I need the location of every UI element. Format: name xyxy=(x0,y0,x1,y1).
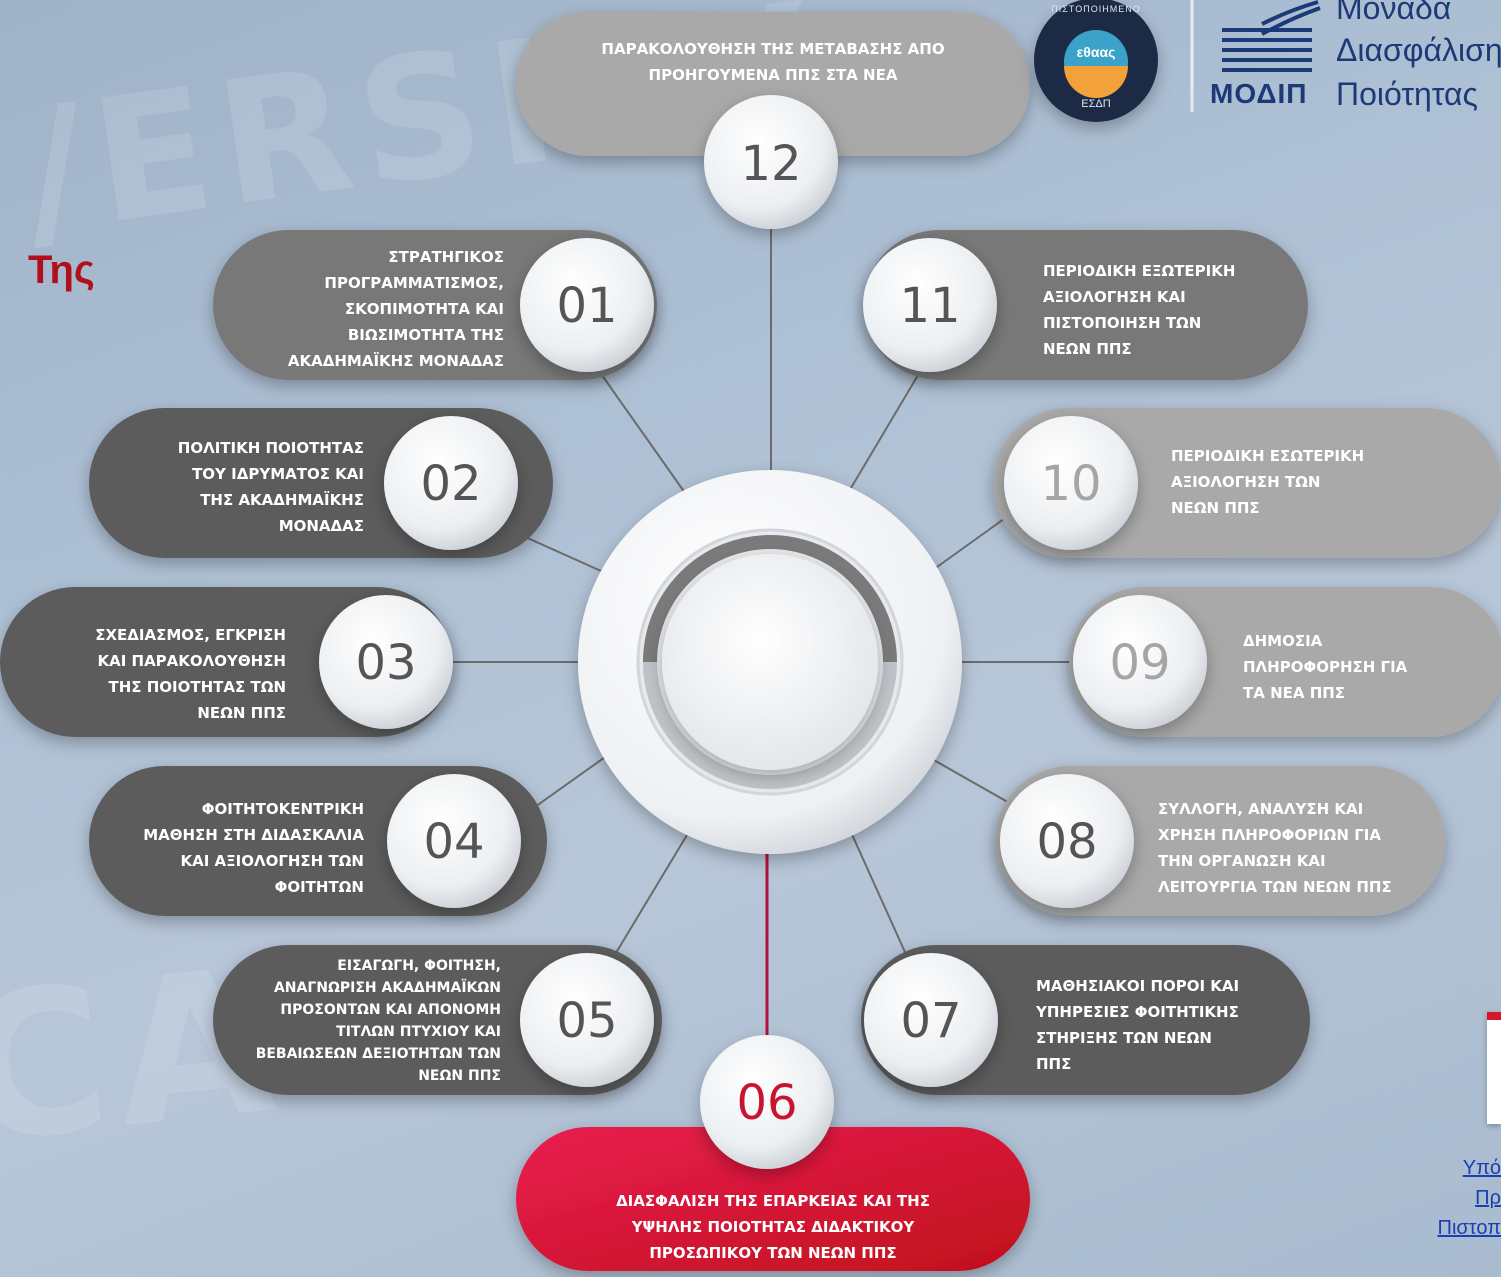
number-04: 04 xyxy=(423,814,484,870)
pill-06[interactable] xyxy=(516,1127,1030,1271)
circle-02 xyxy=(384,416,518,550)
number-labels: 12 01 11 02 10 03 09 04 08 05 07 06 xyxy=(355,136,1170,1131)
logo-line-3: Ποιότητας xyxy=(1336,76,1478,112)
circle-10 xyxy=(1004,416,1138,550)
logo-line-2: Διασφάλιση xyxy=(1336,32,1501,68)
seal-top-text: ΠΙΣΤΟΠΟΙΗΜΕΝΟ xyxy=(1051,4,1141,14)
circle-03 xyxy=(319,595,453,729)
partial-card xyxy=(1487,1012,1501,1124)
number-01: 01 xyxy=(556,278,617,334)
link-3[interactable]: Πιστοπ xyxy=(1437,1217,1501,1239)
circle-11 xyxy=(863,238,997,372)
label-05: ΕΙΣΑΓΩΓΗ, ΦΟΙΤΗΣΗ,ΑΝΑΓΝΩΡΙΣΗ ΑΚΑΔΗΜΑΪΚΩΝ… xyxy=(255,958,501,1084)
logo-abbr: ΜΟΔΙΠ xyxy=(1210,78,1308,109)
links-list: Υπό Πρ Πιστοπ xyxy=(1361,1153,1501,1243)
number-09: 09 xyxy=(1109,635,1170,691)
number-06: 06 xyxy=(736,1075,797,1131)
number-02: 02 xyxy=(420,456,481,512)
seal-bottom-text: ΕΣΔΠ xyxy=(1081,98,1111,110)
side-title: Της xyxy=(28,248,95,292)
number-12: 12 xyxy=(740,136,801,192)
circle-01 xyxy=(520,238,654,372)
link-1[interactable]: Υπό xyxy=(1462,1157,1501,1179)
logo-line-1: Μονάδα xyxy=(1336,0,1452,26)
pill-12[interactable] xyxy=(516,12,1030,156)
seal-mid-text: εθαας xyxy=(1076,44,1116,60)
number-05: 05 xyxy=(556,993,617,1049)
circle-08 xyxy=(1000,774,1134,908)
circle-04 xyxy=(387,774,521,908)
number-10: 10 xyxy=(1040,456,1101,512)
link-2[interactable]: Πρ xyxy=(1475,1187,1501,1209)
circle-07 xyxy=(864,953,998,1087)
number-03: 03 xyxy=(355,635,416,691)
circle-05 xyxy=(520,953,654,1087)
logo-mark xyxy=(1222,0,1321,72)
accreditation-seal xyxy=(1034,0,1158,122)
number-08: 08 xyxy=(1036,814,1097,870)
circle-09 xyxy=(1073,595,1207,729)
number-circles xyxy=(319,95,1207,1169)
number-07: 07 xyxy=(900,993,961,1049)
central-hub xyxy=(578,470,962,854)
number-11: 11 xyxy=(899,278,960,334)
circle-06 xyxy=(700,1035,834,1169)
circle-12 xyxy=(704,95,838,229)
